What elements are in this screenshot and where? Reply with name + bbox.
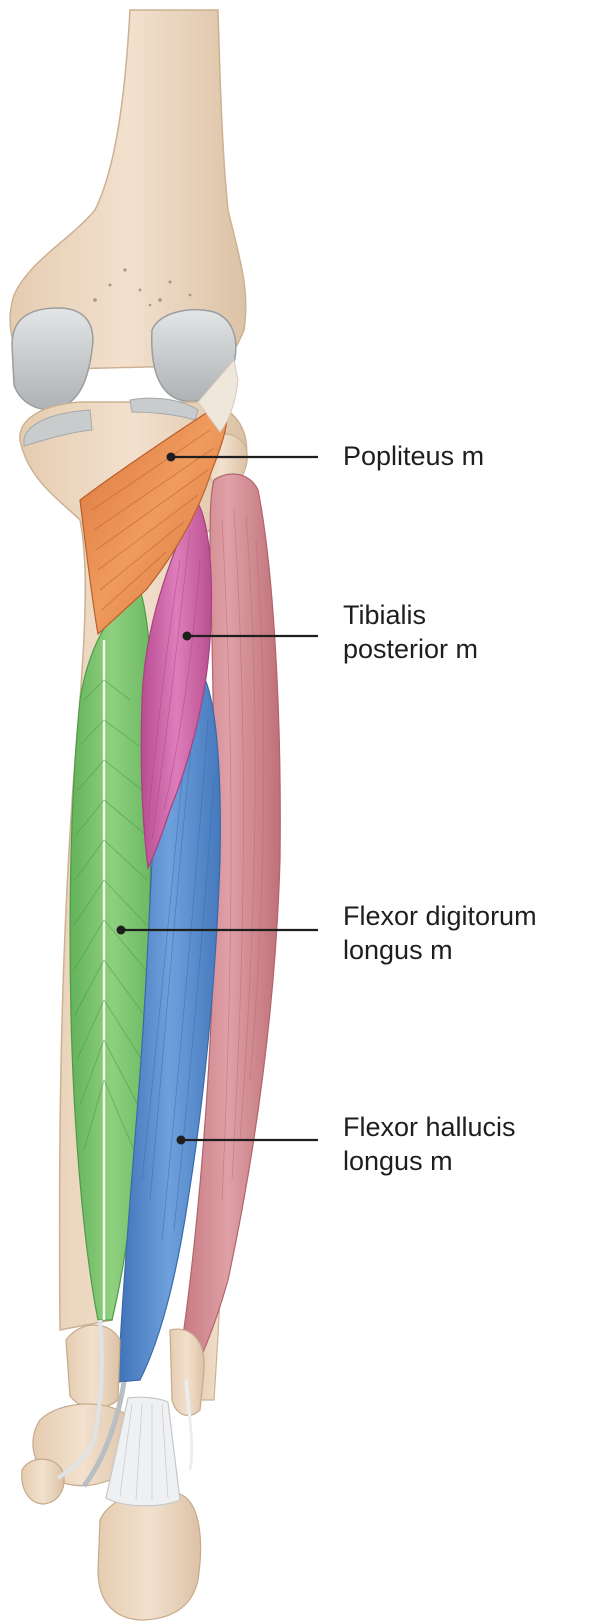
leader-dot-popliteus	[166, 452, 176, 462]
label-flexor-digitorum-longus: Flexor digitorum longus m	[343, 899, 537, 967]
leader-dot-flexor-hallucis-longus	[176, 1135, 186, 1145]
label-popliteus: Popliteus m	[343, 439, 484, 473]
label-flexor-digitorum-longus-line-2: longus m	[343, 935, 453, 965]
label-popliteus-line-1: Popliteus m	[343, 441, 485, 471]
leader-dots	[116, 452, 192, 1145]
label-flexor-hallucis-longus-line-1: Flexor hallucis	[343, 1112, 516, 1142]
label-flexor-hallucis-longus-line-2: longus m	[343, 1146, 453, 1176]
femur	[9, 0, 260, 371]
label-tibialis-posterior: Tibialis posterior m	[343, 598, 478, 666]
leader-dot-flexor-digitorum-longus	[116, 925, 126, 935]
flexor-digitorum-longus-muscle	[69, 589, 154, 1321]
leader-lines	[121, 455, 318, 1142]
label-tibialis-posterior-line-1: Tibialis	[343, 600, 427, 630]
foot-bones	[21, 1319, 205, 1621]
label-tibialis-posterior-line-2: posterior m	[343, 634, 479, 664]
label-flexor-hallucis-longus: Flexor hallucis longus m	[343, 1110, 516, 1178]
label-flexor-digitorum-longus-line-1: Flexor digitorum	[343, 901, 537, 931]
leader-dot-tibialis-posterior	[182, 631, 192, 641]
popliteus-muscle	[79, 358, 239, 636]
medial-condyle-cartilage	[11, 307, 94, 411]
tibialis-posterior-muscle	[140, 498, 213, 871]
